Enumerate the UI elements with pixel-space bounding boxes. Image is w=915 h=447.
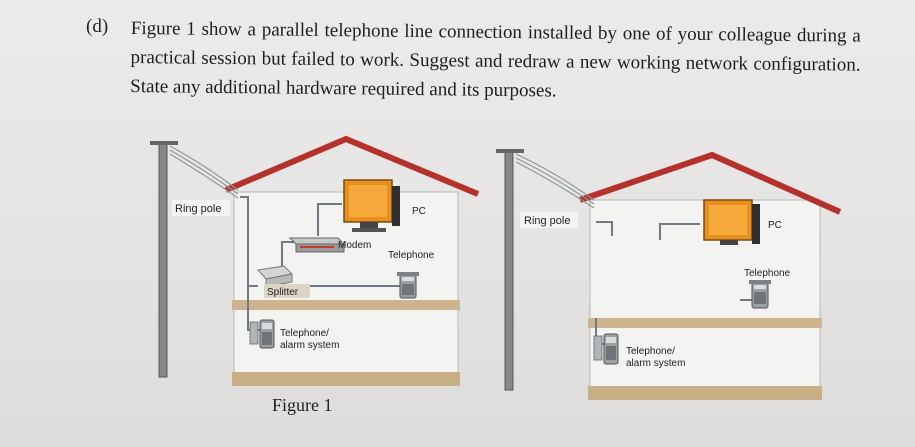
right-overhead-wire [515,161,595,209]
left-pc-label: PC [412,206,426,217]
right-ground [588,386,822,400]
right-house: Ring pole PC Telephone Telephone/ alarm … [496,149,842,400]
right-overhead-wire [515,153,595,201]
left-upper-floor [232,300,460,310]
modem-icon [288,237,346,253]
right-roof [579,151,842,215]
right-pc-stub [659,223,700,240]
left-overhead-wire [169,145,239,191]
left-overhead-wire [169,153,239,199]
right-alarm-label-2: alarm system [626,358,685,369]
left-overhead-wire [169,149,239,195]
left-pole-crossarm [150,141,178,145]
left-modem-line [281,241,296,270]
right-alarm-label-1: Telephone/ [626,346,675,357]
figure-caption: Figure 1 [272,395,333,415]
right-telephone-label: Telephone [744,268,791,279]
right-upper-floor [588,318,822,328]
left-pc-line [317,203,342,236]
left-ring-pole [158,141,168,378]
left-telephone-label: Telephone [388,250,435,261]
right-overhead-wire [515,157,595,205]
right-pc-icon [703,199,760,245]
splitter-label: Splitter [267,287,299,298]
left-house: Ring pole PC Modem Telephone Splitter Te… [150,135,480,386]
splitter-label-bg [264,284,310,298]
left-ground [232,372,460,386]
right-stub-line [596,221,613,236]
right-pc-label: PC [768,220,782,231]
question-number: (d) [86,16,109,37]
right-ring-pole-label: Ring pole [524,215,570,227]
right-ring-pole-label-bg [520,212,578,228]
left-pc-icon [343,179,400,232]
modem-label: Modem [338,240,371,251]
left-alarm-icon [249,319,275,349]
left-roof [224,135,480,197]
right-ring-pole [504,149,514,391]
right-telephone-icon [749,280,771,309]
left-alarm-label-1: Telephone/ [280,328,329,339]
left-alarm-label-2: alarm system [280,340,339,351]
left-drop-line [240,196,258,287]
splitter-icon [257,265,294,288]
left-ring-pole-label-bg [172,200,230,216]
right-pole-crossarm [496,149,524,153]
left-ring-pole-label: Ring pole [175,203,221,215]
right-alarm-icon [593,333,619,365]
left-telephone-icon [397,272,419,299]
